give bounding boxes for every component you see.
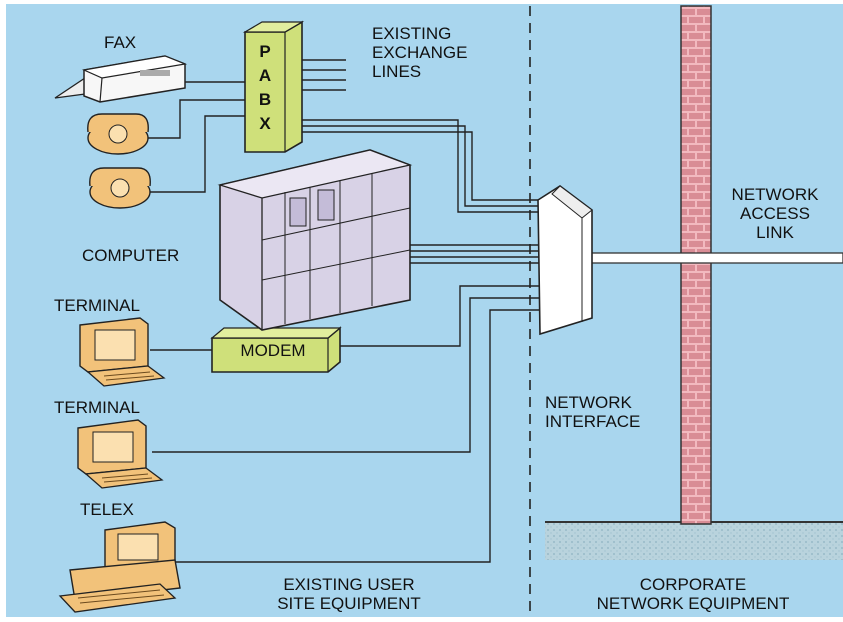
- pabx-letter: P: [246, 42, 284, 62]
- label-line: NETWORK EQUIPMENT: [555, 594, 831, 613]
- brick-wall: [681, 6, 711, 524]
- label-line: EXCHANGE: [372, 43, 467, 62]
- telephone-icon: [88, 114, 148, 154]
- network-access-link-cable: [582, 253, 843, 263]
- label-line: LINK: [722, 223, 828, 242]
- pabx-letter: X: [246, 114, 284, 134]
- network-interface-box: [538, 186, 592, 334]
- fax-label: FAX: [104, 33, 136, 52]
- label-line: NETWORK: [722, 185, 828, 204]
- corporate-network-zone-label: CORPORATE NETWORK EQUIPMENT: [555, 575, 831, 613]
- label-line: EXISTING: [372, 24, 467, 43]
- telephone-icon: [90, 168, 150, 208]
- label-line: EXISTING USER: [240, 575, 458, 594]
- modem-label: MODEM: [214, 341, 332, 361]
- label-line: INTERFACE: [545, 412, 640, 431]
- terminal-label: TERMINAL: [54, 296, 140, 315]
- label-line: NETWORK: [545, 393, 640, 412]
- pabx-letter: A: [246, 66, 284, 86]
- network-access-link-label: NETWORK ACCESS LINK: [722, 185, 828, 242]
- label-line: LINES: [372, 62, 467, 81]
- terminal-label: TERMINAL: [54, 398, 140, 417]
- label-line: SITE EQUIPMENT: [240, 594, 458, 613]
- computer-label: COMPUTER: [82, 246, 179, 265]
- floor-band: [545, 522, 843, 560]
- label-line: ACCESS: [722, 204, 828, 223]
- label-line: CORPORATE: [555, 575, 831, 594]
- network-interface-label: NETWORK INTERFACE: [545, 393, 640, 431]
- telex-label: TELEX: [80, 500, 134, 519]
- pabx-letter: B: [246, 90, 284, 110]
- exchange-lines-label: EXISTING EXCHANGE LINES: [372, 24, 467, 81]
- user-site-zone-label: EXISTING USER SITE EQUIPMENT: [240, 575, 458, 613]
